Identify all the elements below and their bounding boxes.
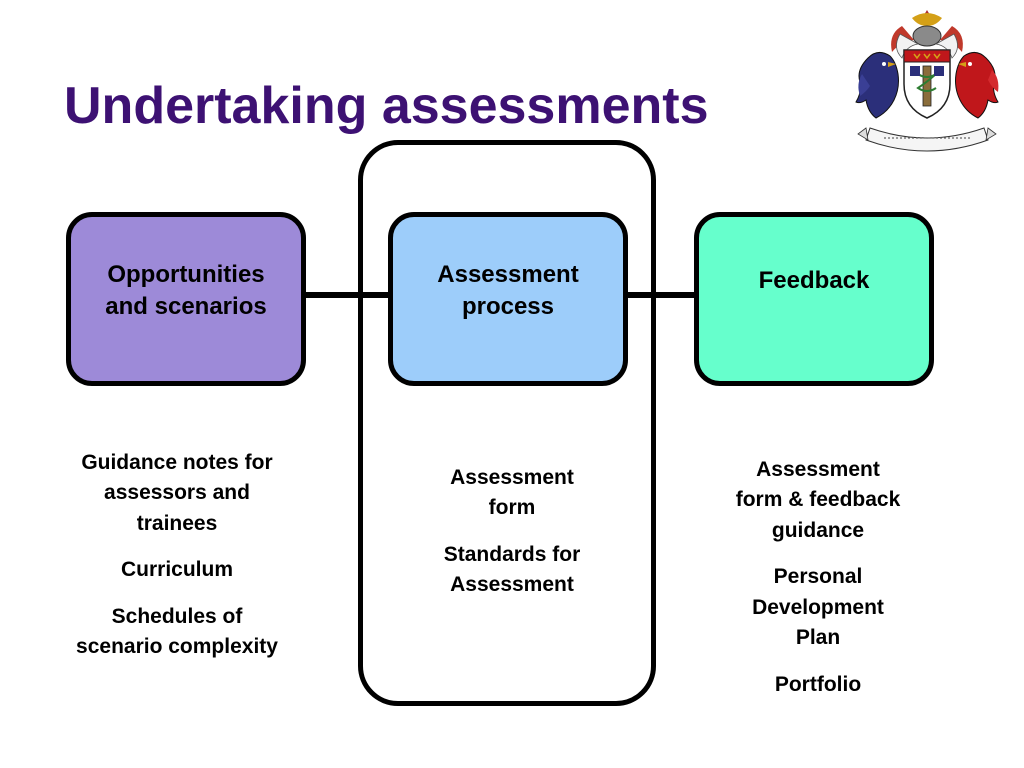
- list-item-assessment-form: Assessment form: [400, 463, 624, 524]
- connector-left: [306, 292, 388, 298]
- assessment-process-box: Assessment process: [388, 212, 628, 386]
- opportunities-resources-list: Guidance notes for assessors and trainee…: [40, 448, 314, 679]
- opportunities-label-line1: Opportunities: [107, 261, 265, 288]
- list-item-schedules: Schedules of scenario complexity: [40, 602, 314, 663]
- standards-line1: Standards for: [443, 542, 581, 566]
- list-item-curriculum: Curriculum: [120, 558, 233, 582]
- guidance-line1: Guidance notes for: [81, 451, 273, 474]
- feedback-form-line2: form & feedback: [735, 488, 901, 512]
- feedback-resources-list: Assessment form & feedback guidance Pers…: [700, 455, 936, 716]
- connector-right: [628, 292, 694, 298]
- feedback-form-line1: Assessment: [756, 458, 880, 481]
- form-line2: form: [488, 496, 536, 520]
- pdp-line2: Development: [752, 595, 884, 619]
- coat-of-arms-crest-icon: [855, 10, 999, 152]
- standards-line2: Assessment: [450, 573, 574, 597]
- form-line1: Assessment: [450, 466, 574, 489]
- pdp-line3: Plan: [795, 626, 841, 650]
- list-item-guidance: Guidance notes for assessors and trainee…: [40, 448, 314, 539]
- list-item-standards: Standards for Assessment: [400, 540, 624, 601]
- list-item-feedback-form: Assessment form & feedback guidance: [700, 455, 936, 546]
- process-resources-list: Assessment form Standards for Assessment: [400, 463, 624, 617]
- list-item-pdp: Personal Development Plan: [700, 562, 936, 653]
- list-item-portfolio: Portfolio: [774, 672, 862, 696]
- feedback-label: Feedback: [758, 267, 870, 294]
- guidance-line2: assessors and: [104, 481, 250, 505]
- schedules-line1: Schedules of: [111, 604, 243, 628]
- feedback-form-line3: guidance: [771, 518, 865, 542]
- opportunities-label-line2: and scenarios: [105, 292, 267, 320]
- opportunities-box: Opportunities and scenarios: [66, 212, 306, 386]
- process-label-line1: Assessment: [437, 261, 579, 288]
- guidance-line3: trainees: [136, 511, 218, 535]
- feedback-box: Feedback: [694, 212, 934, 386]
- schedules-line2: scenario complexity: [76, 635, 278, 659]
- pdp-line1: Personal: [773, 565, 863, 589]
- slide-title: Undertaking assessments: [64, 77, 709, 135]
- process-label-line2: process: [461, 292, 555, 320]
